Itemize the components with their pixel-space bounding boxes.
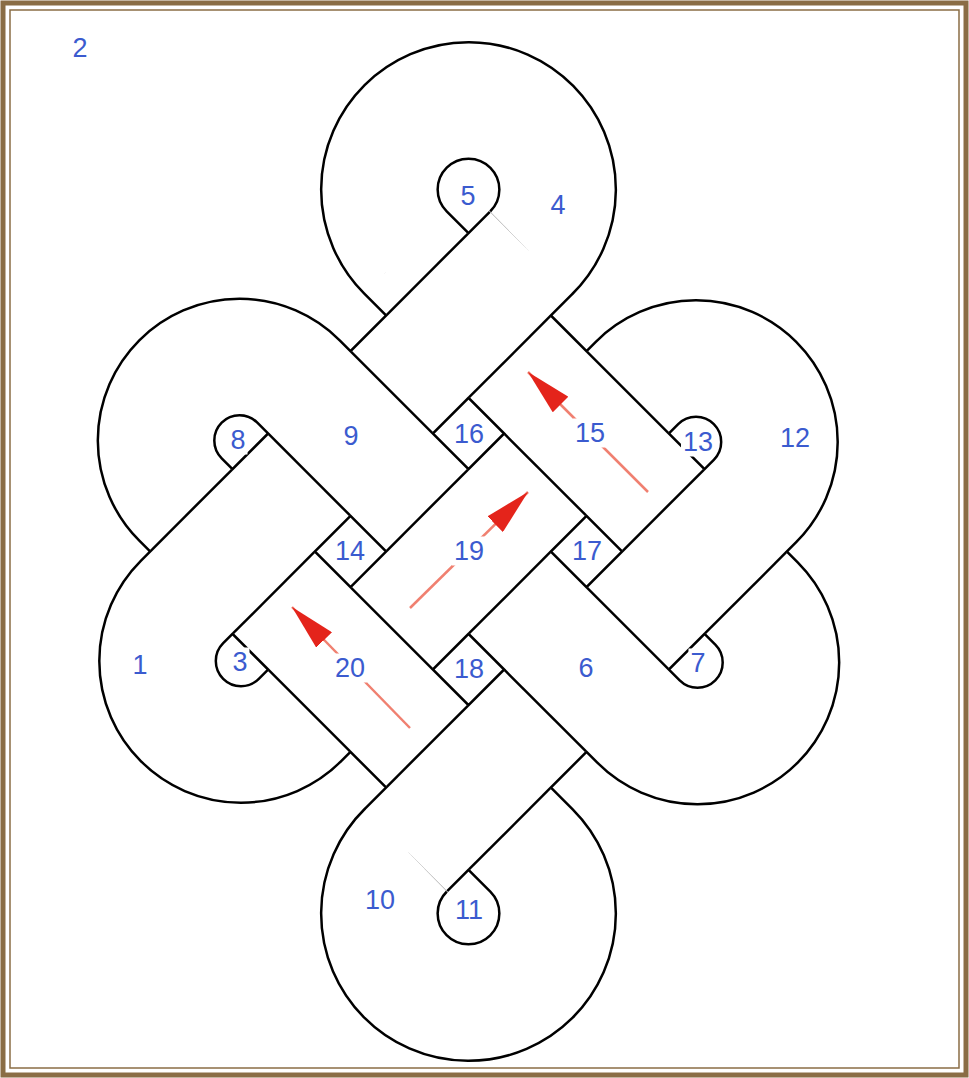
region-number: 17 xyxy=(570,537,604,566)
crossing-edge xyxy=(387,234,468,315)
crossing-edge xyxy=(587,588,668,669)
crossing-edge xyxy=(269,434,350,515)
frame-outer xyxy=(3,3,966,1075)
direction-arrow xyxy=(292,607,410,728)
direction-arrow xyxy=(410,492,528,608)
region-number: 15 xyxy=(573,419,607,448)
region-number: 14 xyxy=(333,537,367,566)
crossing-edge xyxy=(505,670,586,751)
crossing-edge xyxy=(623,470,704,551)
region-number: 13 xyxy=(681,428,715,457)
region-number: 9 xyxy=(341,422,360,451)
region-number: 19 xyxy=(452,537,486,566)
region-number: 1 xyxy=(130,651,149,680)
region-number: 18 xyxy=(452,655,486,684)
region-number: 6 xyxy=(576,654,595,683)
crossing-edge xyxy=(469,788,550,869)
crossing-edge xyxy=(351,352,432,433)
region-number: 12 xyxy=(778,424,812,453)
crossing-edge xyxy=(233,552,314,633)
direction-arrow xyxy=(528,372,648,492)
band-outline xyxy=(156,100,781,1002)
crossing-edge xyxy=(151,470,232,551)
frame-inner xyxy=(10,10,959,1068)
region-number: 11 xyxy=(453,896,485,925)
region-number: 5 xyxy=(458,182,477,211)
region-number: 7 xyxy=(688,649,707,678)
crossing-edge xyxy=(705,552,786,633)
region-number: 16 xyxy=(452,420,486,449)
band-fill xyxy=(156,100,781,1002)
region-number: 20 xyxy=(333,654,367,683)
region-number: 10 xyxy=(363,886,397,915)
region-number: 4 xyxy=(548,191,567,220)
region-number: 3 xyxy=(230,648,249,677)
region-number: 8 xyxy=(228,426,247,455)
crossing-edge xyxy=(469,316,550,397)
region-number: 2 xyxy=(70,34,89,63)
